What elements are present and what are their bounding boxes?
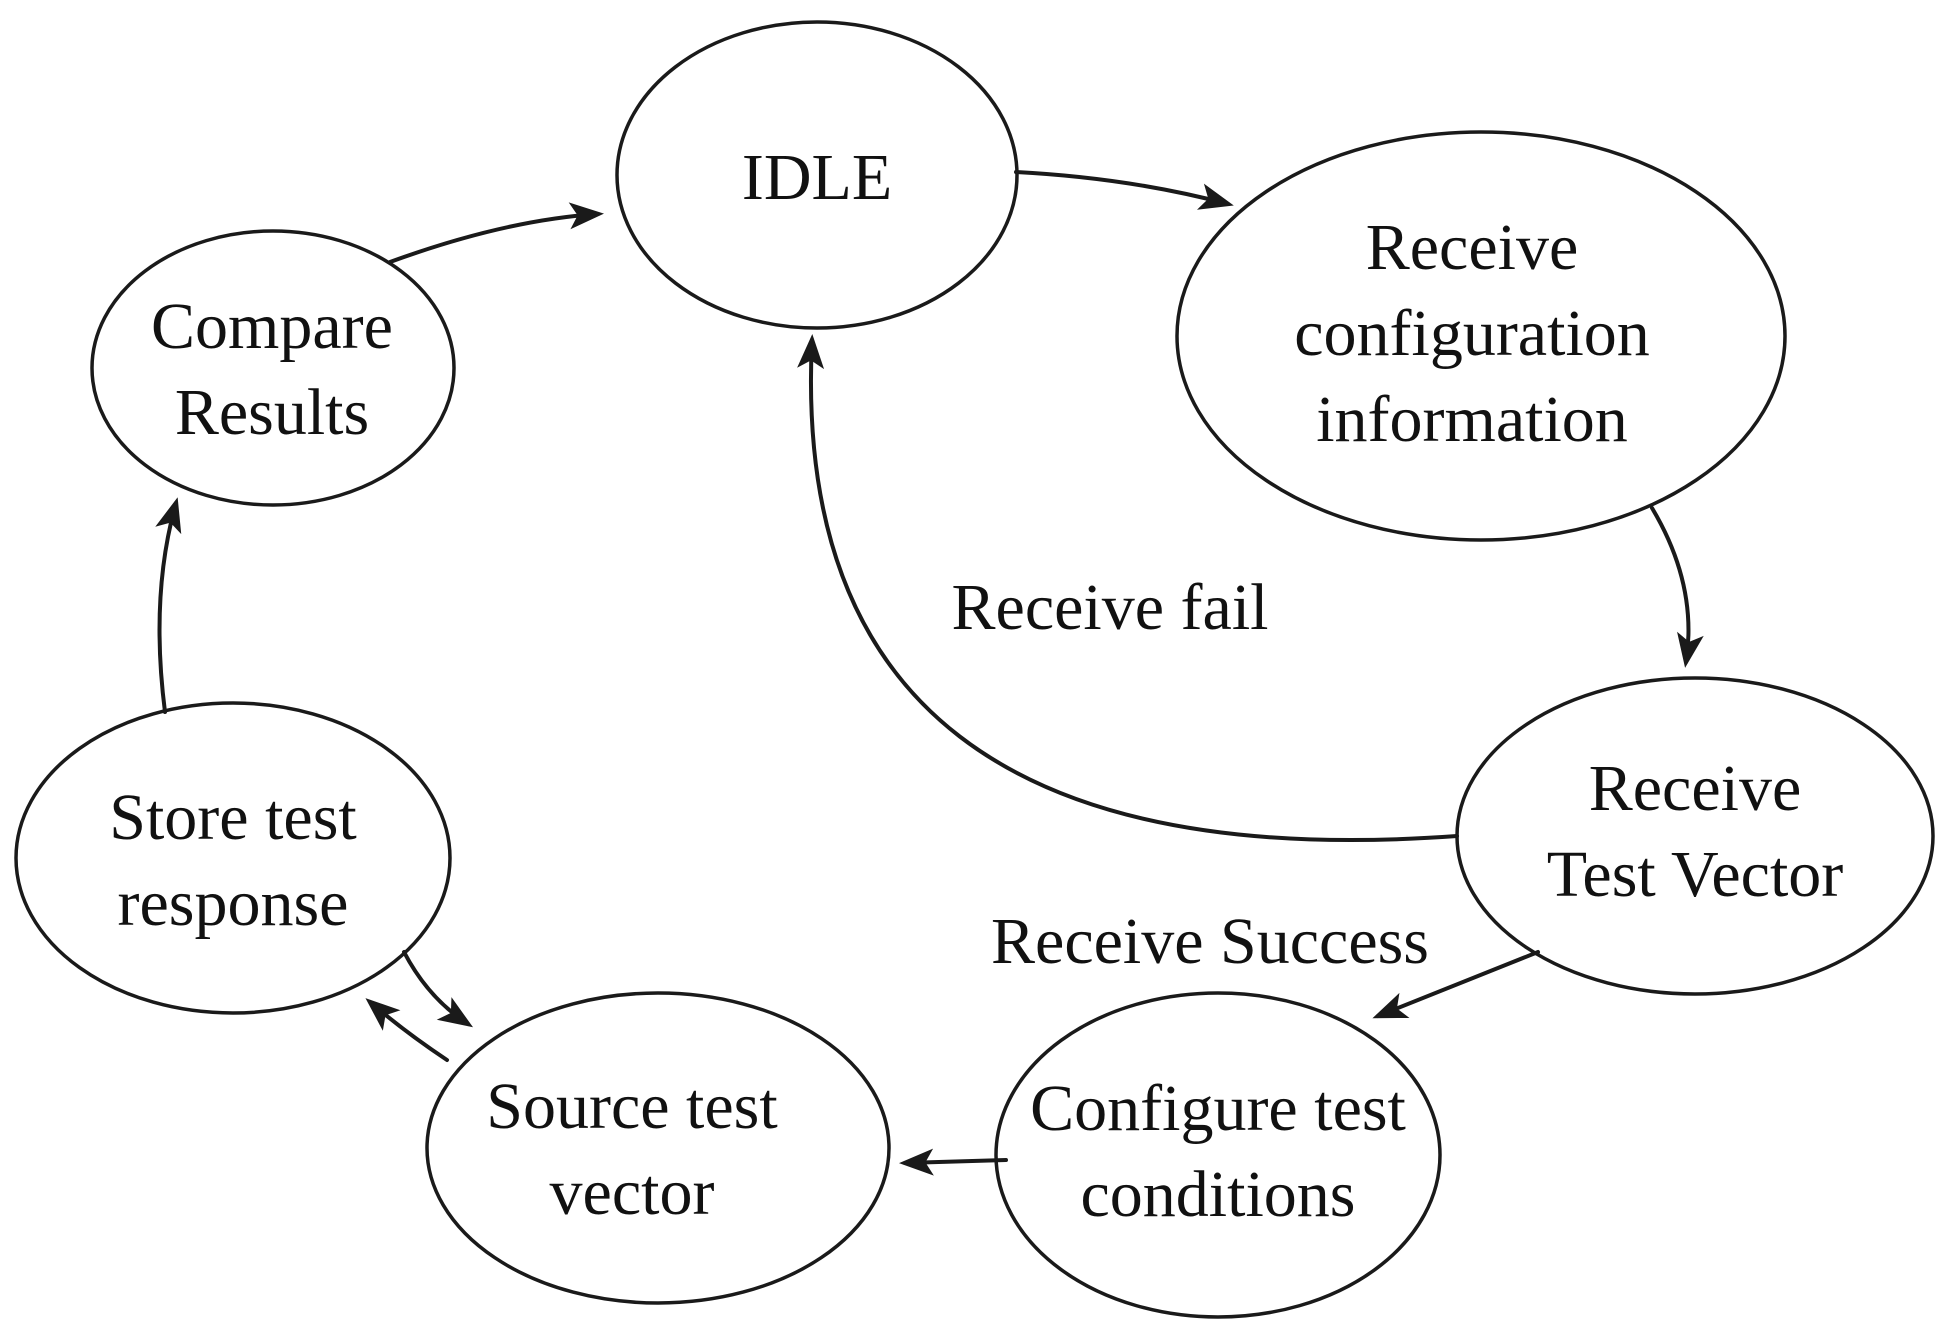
state-receive-configuration-ellipse: [1175, 130, 1787, 542]
state-receive-configuration-label: Receive configuration information: [1294, 211, 1650, 456]
transition-label-receive-success: Receive Success: [991, 905, 1429, 978]
state-idle-ellipse: [615, 20, 1019, 330]
arrow-receive-fail-to-idle: [797, 334, 1459, 842]
arrow-configure-test-to-source-test-vector: [899, 1148, 1008, 1176]
state-receive-test-vector-label: Receive Test Vector: [1546, 752, 1844, 911]
state-store-test-response-label: Store test response: [109, 781, 357, 940]
arrow-source-test-vector-to-store-test-response: [365, 998, 449, 1062]
arrow-idle-to-receive-configuration: [1014, 170, 1234, 210]
arrow-store-test-response-to-compare-results: [155, 497, 182, 714]
state-compare-results-ellipse: [90, 229, 456, 507]
state-store-test-response-ellipse: [14, 701, 452, 1015]
state-source-test-vector-label: Source test vector: [486, 1070, 778, 1229]
state-compare-results-label: Compare Results: [151, 290, 393, 449]
arrow-receive-configuration-to-receive-test-vector: [1650, 506, 1704, 668]
transition-label-receive-fail: Receive fail: [951, 571, 1269, 644]
state-source-test-vector-ellipse: [425, 991, 891, 1305]
arrow-receive-success-to-configure-test: [1372, 950, 1540, 1019]
state-configure-test-conditions-label: Configure test conditions: [1030, 1072, 1406, 1231]
arrow-compare-results-to-idle: [388, 202, 604, 264]
state-configure-test-conditions-ellipse: [994, 991, 1442, 1319]
arrow-store-test-response-to-source-test-vector: [402, 950, 474, 1028]
state-idle-label: IDLE: [741, 141, 893, 214]
